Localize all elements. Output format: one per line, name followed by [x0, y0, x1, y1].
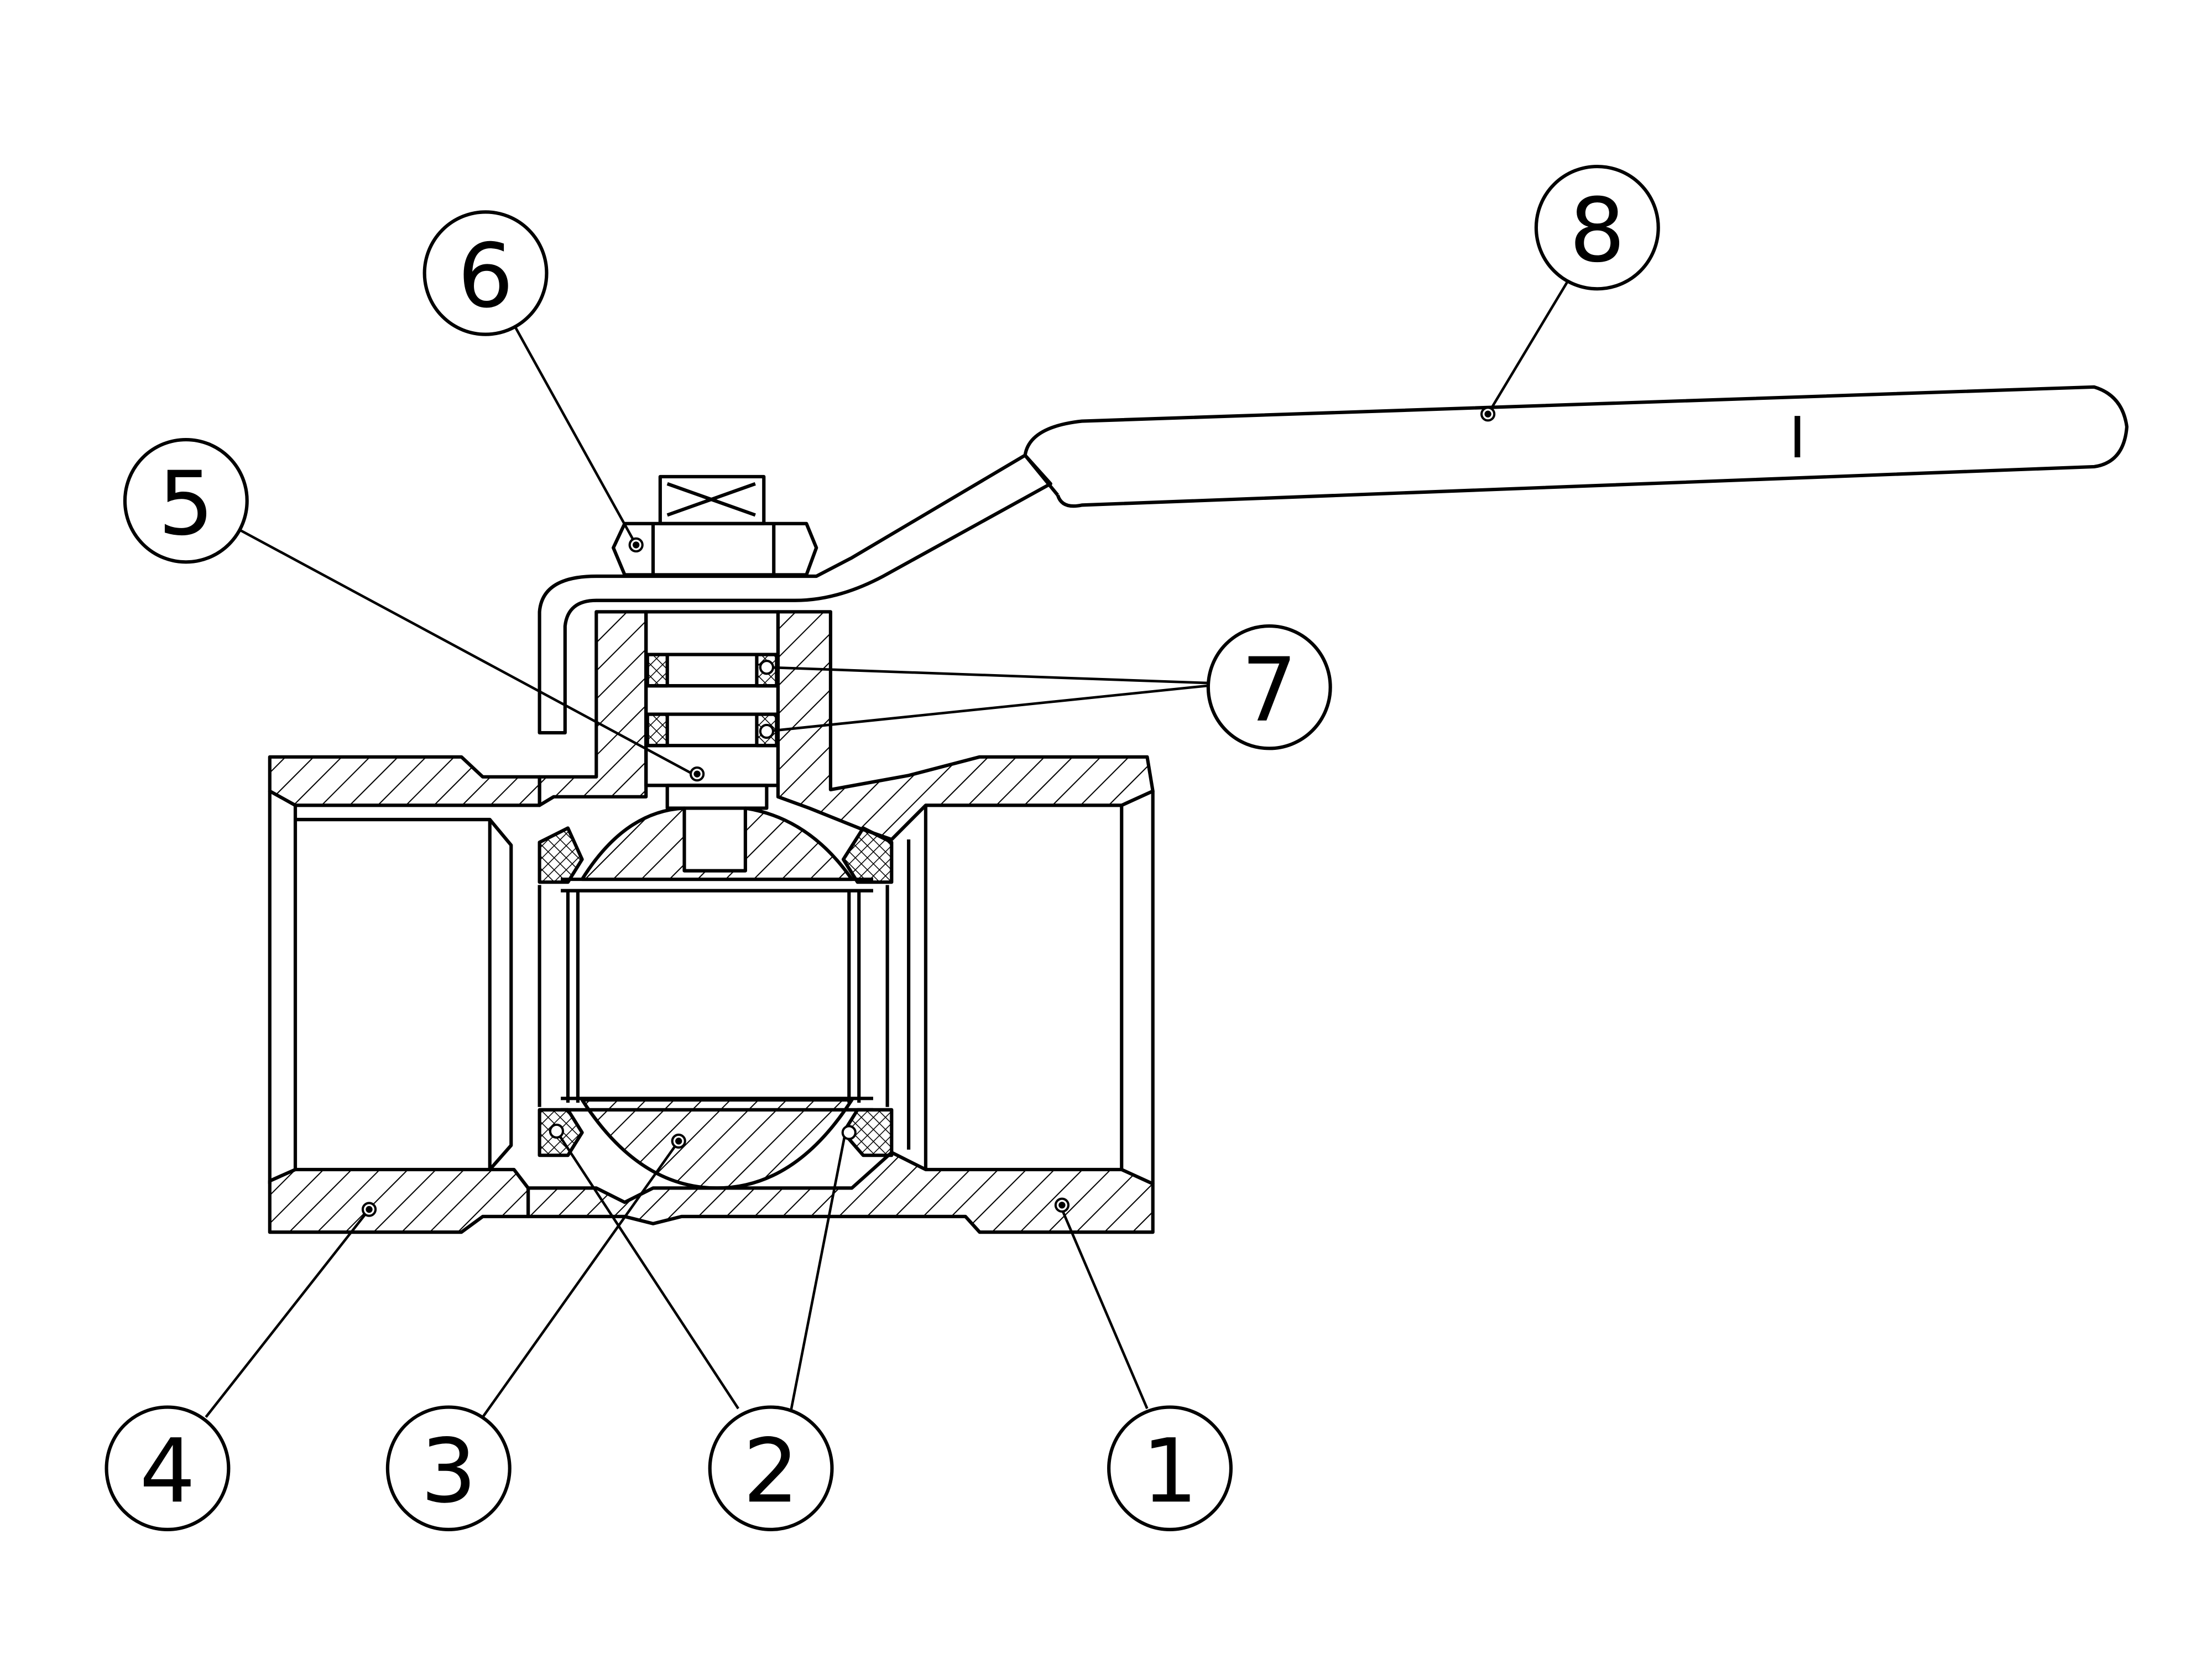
ball [538, 806, 889, 1190]
anchor-dots [361, 406, 1496, 1217]
callout-8: 8 [1534, 164, 1660, 291]
callout-3-label: 3 [421, 1420, 477, 1522]
stem-nut [612, 474, 818, 577]
callout-8-label: 8 [1569, 179, 1625, 282]
end-connector-left [268, 755, 541, 1234]
stem [644, 610, 780, 810]
callout-7-label: 7 [1241, 639, 1297, 742]
handle-mark: I [1789, 405, 1806, 471]
callout-6-label: 6 [457, 225, 513, 327]
callout-1-label: 1 [1142, 1420, 1198, 1522]
leader-lines [205, 281, 1569, 1418]
callout-7: 7 [1206, 624, 1332, 750]
callout-2-label: 2 [743, 1420, 799, 1522]
callout-1: 1 [1107, 1405, 1233, 1531]
callout-4: 4 [105, 1405, 231, 1531]
callout-3: 3 [385, 1405, 512, 1531]
callout-4-label: 4 [139, 1420, 195, 1522]
stem-o-rings [645, 653, 779, 748]
callout-2: 2 [708, 1405, 834, 1531]
callout-5-label: 5 [158, 452, 214, 555]
handle [538, 385, 2129, 735]
callout-6: 6 [422, 210, 549, 336]
ball-seats [538, 826, 894, 1157]
valve-body [526, 610, 1155, 1234]
callout-5: 5 [123, 437, 249, 564]
